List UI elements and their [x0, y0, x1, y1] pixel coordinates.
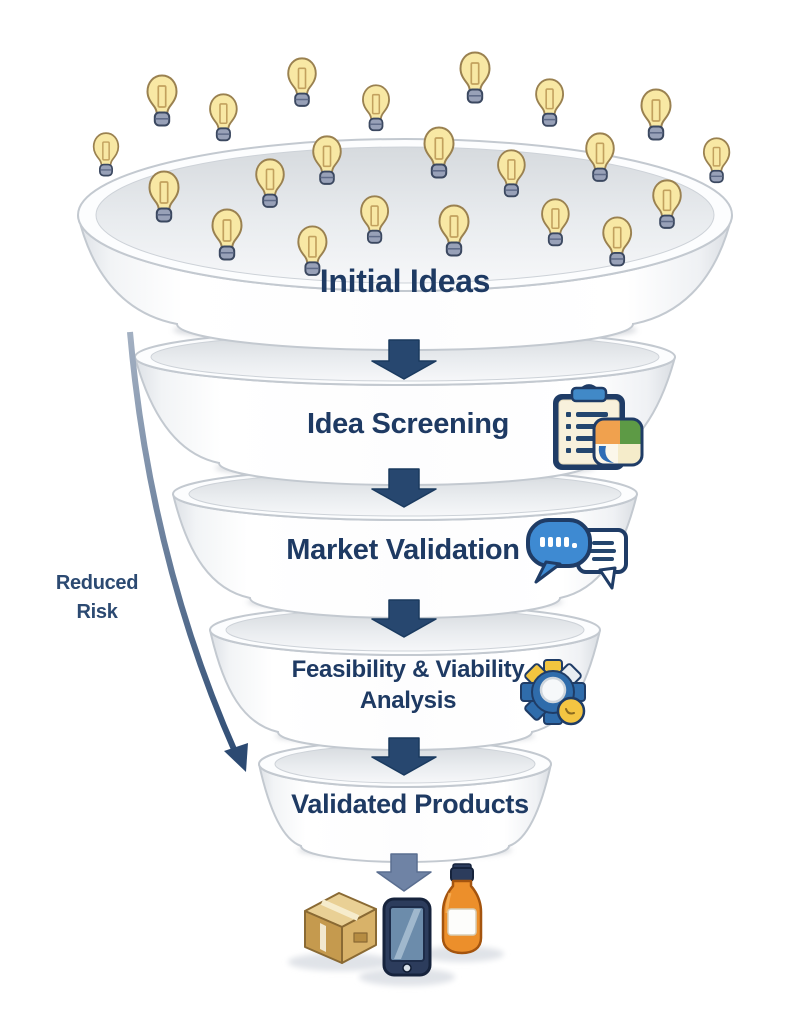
lightbulb-icon — [459, 51, 491, 104]
chat-bubbles-icon — [526, 518, 628, 590]
down-arrow — [371, 468, 437, 508]
down-arrow — [371, 339, 437, 380]
coin — [556, 696, 586, 726]
tier-label-market-validation: Market Validation — [286, 534, 519, 566]
lightbulb-icon — [702, 137, 731, 184]
bottle-label — [447, 908, 477, 936]
lightbulb-icon — [362, 84, 390, 132]
chat-dashes — [540, 537, 577, 548]
bottle-highlight — [445, 892, 452, 914]
bottle-icon — [441, 863, 483, 955]
tier-label-idea-screening: Idea Screening — [307, 408, 509, 440]
tier-label-validated-products: Validated Products — [291, 789, 529, 819]
lightbulb-icon — [287, 57, 317, 107]
down-arrow — [371, 737, 437, 776]
tier-label-initial-ideas: Initial Ideas — [320, 263, 490, 299]
smartphone-icon — [382, 897, 432, 977]
chat-bubble-back-tail — [598, 566, 617, 590]
reduced-risk-arrow — [127, 331, 239, 756]
box-stamp — [353, 932, 368, 943]
lightbulb-icon — [146, 74, 178, 127]
phone-screen-glare — [394, 909, 421, 959]
lightbulb-icon — [640, 88, 672, 141]
clipboard-clip — [570, 386, 608, 403]
output-arrow — [376, 853, 432, 892]
note-outline — [592, 417, 644, 467]
tier-label-feasibility-line2: Analysis — [360, 687, 456, 714]
chat-text-lines — [588, 541, 616, 561]
lightbulb-icon — [209, 93, 238, 142]
clipboard-checklist-icon — [553, 384, 644, 470]
lightbulb-icon — [535, 78, 565, 127]
down-arrow — [371, 599, 437, 638]
bottle-cap — [450, 867, 474, 882]
reduced-risk-annotation: Reduced Risk — [56, 331, 248, 772]
box-label-strip — [320, 923, 326, 952]
funnel-tier-initial-ideas — [77, 138, 733, 351]
funnel-tier-market-validation — [172, 467, 638, 619]
magnifier-lens — [539, 676, 567, 704]
reduced-risk-label-line1: Reduced — [56, 572, 138, 594]
tier-opening — [95, 146, 715, 284]
gear-magnifier-coin-icon — [520, 659, 586, 726]
clipboard-note — [594, 419, 642, 465]
tier-label-feasibility-line1: Feasibility & Viability — [292, 656, 526, 683]
reduced-risk-arrowhead — [224, 743, 248, 772]
chat-bubble-front-tail — [534, 560, 562, 584]
phone-home-button — [402, 963, 412, 973]
lightbulb-icon — [92, 132, 120, 177]
box-icon — [304, 892, 377, 964]
reduced-risk-label-line2: Risk — [76, 601, 118, 623]
box-tape — [320, 899, 360, 921]
stage-arrows — [371, 339, 437, 776]
coin-mark — [565, 708, 575, 715]
